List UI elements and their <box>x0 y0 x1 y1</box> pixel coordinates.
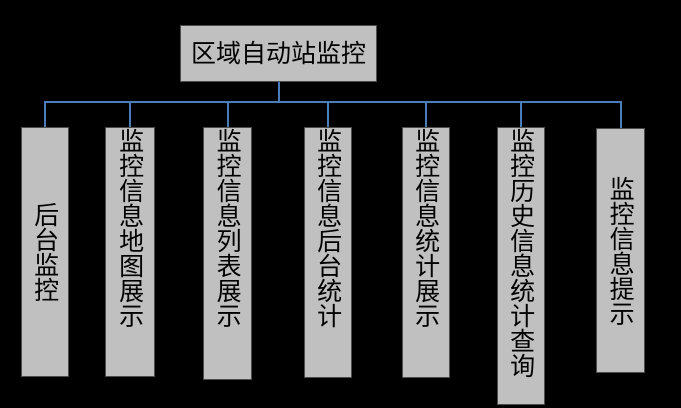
connector-horizontal-bus <box>44 101 622 103</box>
node-info-alert[interactable]: 监控信息提示 <box>596 128 645 373</box>
node-statistics-display[interactable]: 监控信息统计展示 <box>402 127 450 378</box>
connector-drop-1 <box>44 101 46 128</box>
node-backend-monitoring-label: 后台监控 <box>30 202 60 302</box>
connector-drop-3 <box>227 101 229 128</box>
node-backend-statistics-label: 监控信息后台统计 <box>313 128 343 328</box>
connector-drop-4 <box>327 101 329 128</box>
node-list-display[interactable]: 监控信息列表展示 <box>203 127 252 380</box>
node-backend-monitoring[interactable]: 后台监控 <box>21 127 69 377</box>
node-map-display-label: 监控信息地图展示 <box>115 128 145 328</box>
connector-root-stem <box>278 82 280 103</box>
node-info-alert-label: 监控信息提示 <box>606 175 636 326</box>
node-backend-statistics[interactable]: 监控信息后台统计 <box>304 127 352 378</box>
node-history-statistics-query-label: 监控历史信息统计查询 <box>506 128 536 378</box>
node-map-display[interactable]: 监控信息地图展示 <box>105 127 155 377</box>
node-root[interactable]: 区域自动站监控 <box>180 25 377 82</box>
node-root-label: 区域自动站监控 <box>190 39 366 68</box>
connector-drop-7 <box>620 101 622 128</box>
node-statistics-display-label: 监控信息统计展示 <box>411 128 441 328</box>
connector-drop-2 <box>129 101 131 128</box>
connector-drop-5 <box>425 101 427 128</box>
node-history-statistics-query[interactable]: 监控历史信息统计查询 <box>497 127 545 405</box>
node-list-display-label: 监控信息列表展示 <box>213 128 243 328</box>
connector-drop-6 <box>520 101 522 128</box>
